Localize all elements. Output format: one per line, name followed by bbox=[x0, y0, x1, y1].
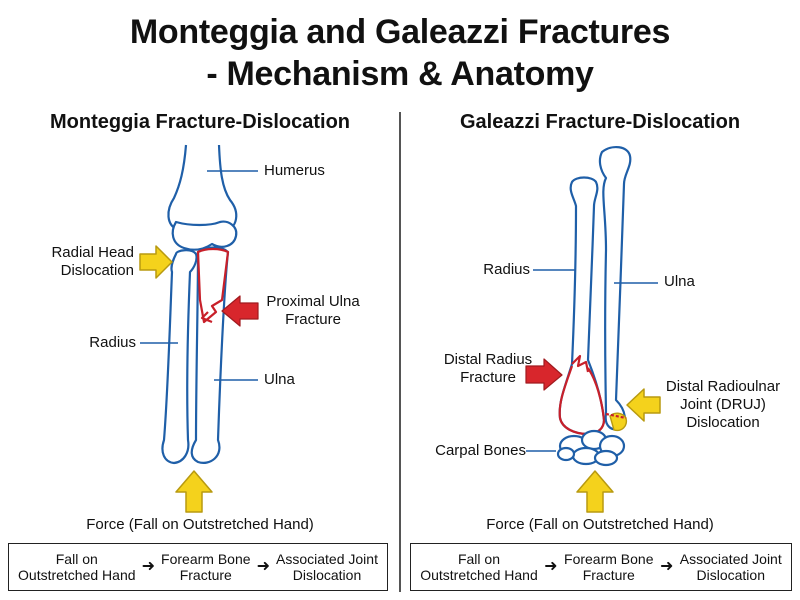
monteggia-mechanism-flow: Fall on Outstretched Hand ➜ Forearm Bone… bbox=[8, 543, 388, 591]
monteggia-radius-label: Radius bbox=[89, 334, 136, 351]
flow-step: Associated Joint Dislocation bbox=[276, 551, 378, 583]
radial-head-label: Radial Head Dislocation bbox=[40, 244, 134, 280]
flow-step: Fall on Outstretched Hand bbox=[18, 551, 136, 583]
right-arrow-icon: ➜ bbox=[659, 558, 674, 575]
flow-step-line-1: Forearm Bone bbox=[161, 551, 251, 567]
monteggia-radius-bone bbox=[161, 249, 198, 465]
flow-step: Forearm Bone Fracture bbox=[161, 551, 250, 583]
monteggia-force-caption: Force (Fall on Outstretched Hand) bbox=[86, 516, 314, 533]
flow-step: Fall on Outstretched Hand bbox=[420, 551, 538, 583]
galeazzi-ulna-bone bbox=[598, 146, 632, 432]
radial-head-label-line-1: Radial Head bbox=[51, 244, 134, 261]
distal-radius-red-arrow bbox=[525, 358, 563, 391]
galeazzi-mechanism-flow: Fall on Outstretched Hand ➜ Forearm Bone… bbox=[410, 543, 792, 591]
humerus-bone bbox=[167, 144, 238, 251]
distal-radius-label-line-1: Distal Radius bbox=[443, 351, 533, 368]
monteggia-panel-title: Monteggia Fracture-Dislocation bbox=[49, 111, 351, 133]
carpal-bones bbox=[556, 429, 626, 467]
right-force-arrow bbox=[576, 470, 614, 513]
proximal-ulna-label-line-2: Fracture bbox=[285, 311, 341, 328]
left-force-arrow bbox=[175, 470, 213, 513]
flow-step-line-2: Fracture bbox=[582, 567, 635, 583]
galeazzi-radius-bone bbox=[558, 176, 606, 436]
distal-radius-label-line-2: Fracture bbox=[460, 369, 516, 386]
galeazzi-radius-label: Radius bbox=[483, 261, 530, 278]
druj-label-line-1: Distal Radioulnar bbox=[665, 378, 781, 395]
flow-step-line-2: Outstretched Hand bbox=[420, 567, 538, 583]
flow-step-line-1: Fall on bbox=[55, 551, 98, 567]
main-title-line-1: Monteggia and Galeazzi Fractures bbox=[129, 13, 671, 51]
proximal-ulna-label-line-1: Proximal Ulna bbox=[266, 293, 360, 310]
druj-label-line-3: Dislocation bbox=[686, 414, 760, 431]
right-arrow-icon: ➜ bbox=[544, 558, 558, 575]
flow-step: Forearm Bone Fracture bbox=[564, 551, 653, 583]
flow-step-line-2: Outstretched Hand bbox=[18, 567, 136, 583]
flow-step-line-2: Dislocation bbox=[292, 567, 362, 583]
flow-step-line-1: Associated Joint bbox=[679, 551, 782, 567]
monteggia-ulna-bone bbox=[190, 246, 230, 464]
galeazzi-panel-title: Galeazzi Fracture-Dislocation bbox=[459, 111, 741, 133]
galeazzi-leaders bbox=[526, 269, 658, 452]
monteggia-leaders bbox=[140, 170, 258, 381]
radial-head-label-line-2: Dislocation bbox=[60, 262, 134, 279]
galeazzi-ulna-label: Ulna bbox=[664, 273, 695, 290]
humerus-label: Humerus bbox=[264, 162, 325, 179]
main-title-line-2: - Mechanism & Anatomy bbox=[206, 55, 594, 93]
druj-label-line-2: Joint (DRUJ) bbox=[680, 396, 766, 413]
druj-yellow-arrow bbox=[626, 388, 661, 422]
flow-step-line-2: Fracture bbox=[179, 567, 232, 583]
monteggia-ulna-label: Ulna bbox=[264, 371, 295, 388]
panel-divider bbox=[399, 112, 401, 592]
flow-step: Associated Joint Dislocation bbox=[680, 551, 782, 583]
galeazzi-force-caption: Force (Fall on Outstretched Hand) bbox=[486, 516, 714, 533]
proximal-ulna-red-arrow bbox=[221, 295, 259, 327]
radial-head-yellow-arrow bbox=[139, 245, 173, 279]
flow-step-line-1: Fall on bbox=[457, 551, 500, 567]
proximal-ulna-label: Proximal Ulna Fracture bbox=[258, 293, 368, 329]
right-arrow-icon: ➜ bbox=[256, 558, 270, 575]
druj-label: Distal Radioulnar Joint (DRUJ) Dislocati… bbox=[655, 378, 791, 432]
carpal-bones-label: Carpal Bones bbox=[435, 442, 526, 459]
distal-radius-label: Distal Radius Fracture bbox=[432, 351, 544, 387]
right-arrow-icon: ➜ bbox=[141, 558, 155, 575]
flow-step-line-2: Dislocation bbox=[696, 567, 765, 583]
flow-step-line-1: Associated Joint bbox=[276, 551, 378, 567]
flow-step-line-1: Forearm Bone bbox=[564, 551, 654, 567]
